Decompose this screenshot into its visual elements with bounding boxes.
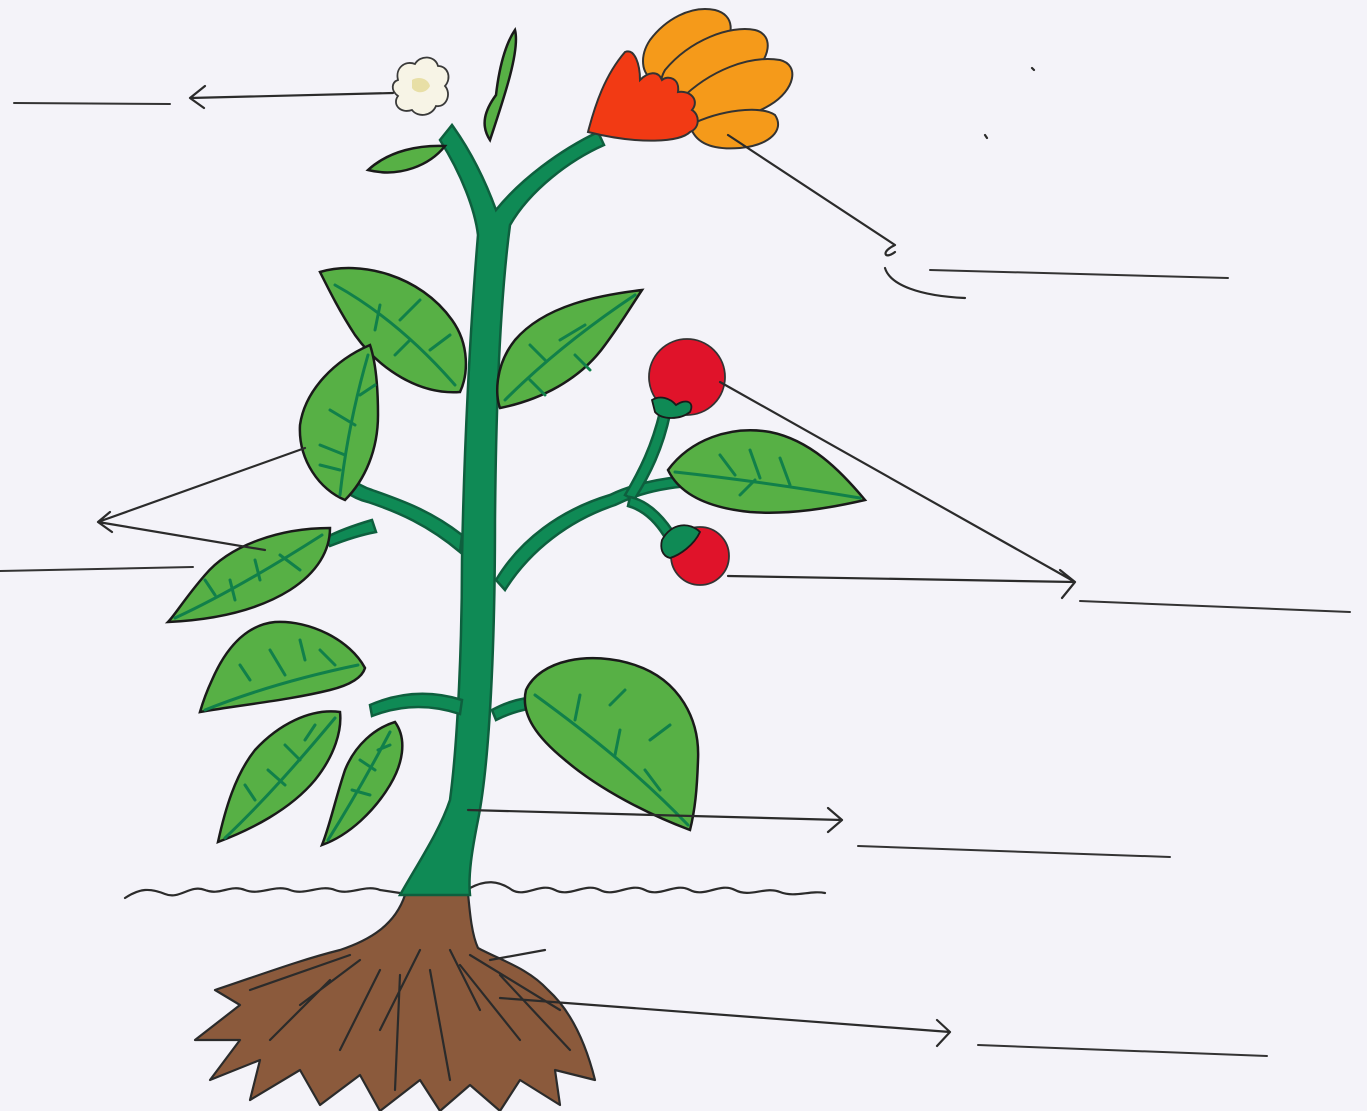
leaf [200,622,365,712]
leaf [168,528,330,622]
stray-mark [985,68,1034,138]
leaves [168,30,865,845]
bud [393,57,449,114]
leaf [668,430,865,512]
leaf [368,146,445,173]
fruit-upper [649,339,725,418]
fruit-lower [661,525,729,585]
roots [195,893,595,1111]
soil-line [125,882,825,898]
roots-blank[interactable] [978,1045,1267,1056]
flower-pointer [728,135,965,298]
stem-blank[interactable] [858,846,1170,857]
flower-blank[interactable] [930,270,1228,278]
bud-blank[interactable] [14,103,170,104]
leaf [218,711,340,842]
bud-arrow [190,86,393,108]
leaf [525,658,698,830]
fruits-blank[interactable] [1080,601,1350,612]
leaf [300,345,378,500]
leaf [497,290,642,408]
leaf [485,30,516,140]
leaves-blank[interactable] [0,567,193,571]
flower [588,9,792,148]
